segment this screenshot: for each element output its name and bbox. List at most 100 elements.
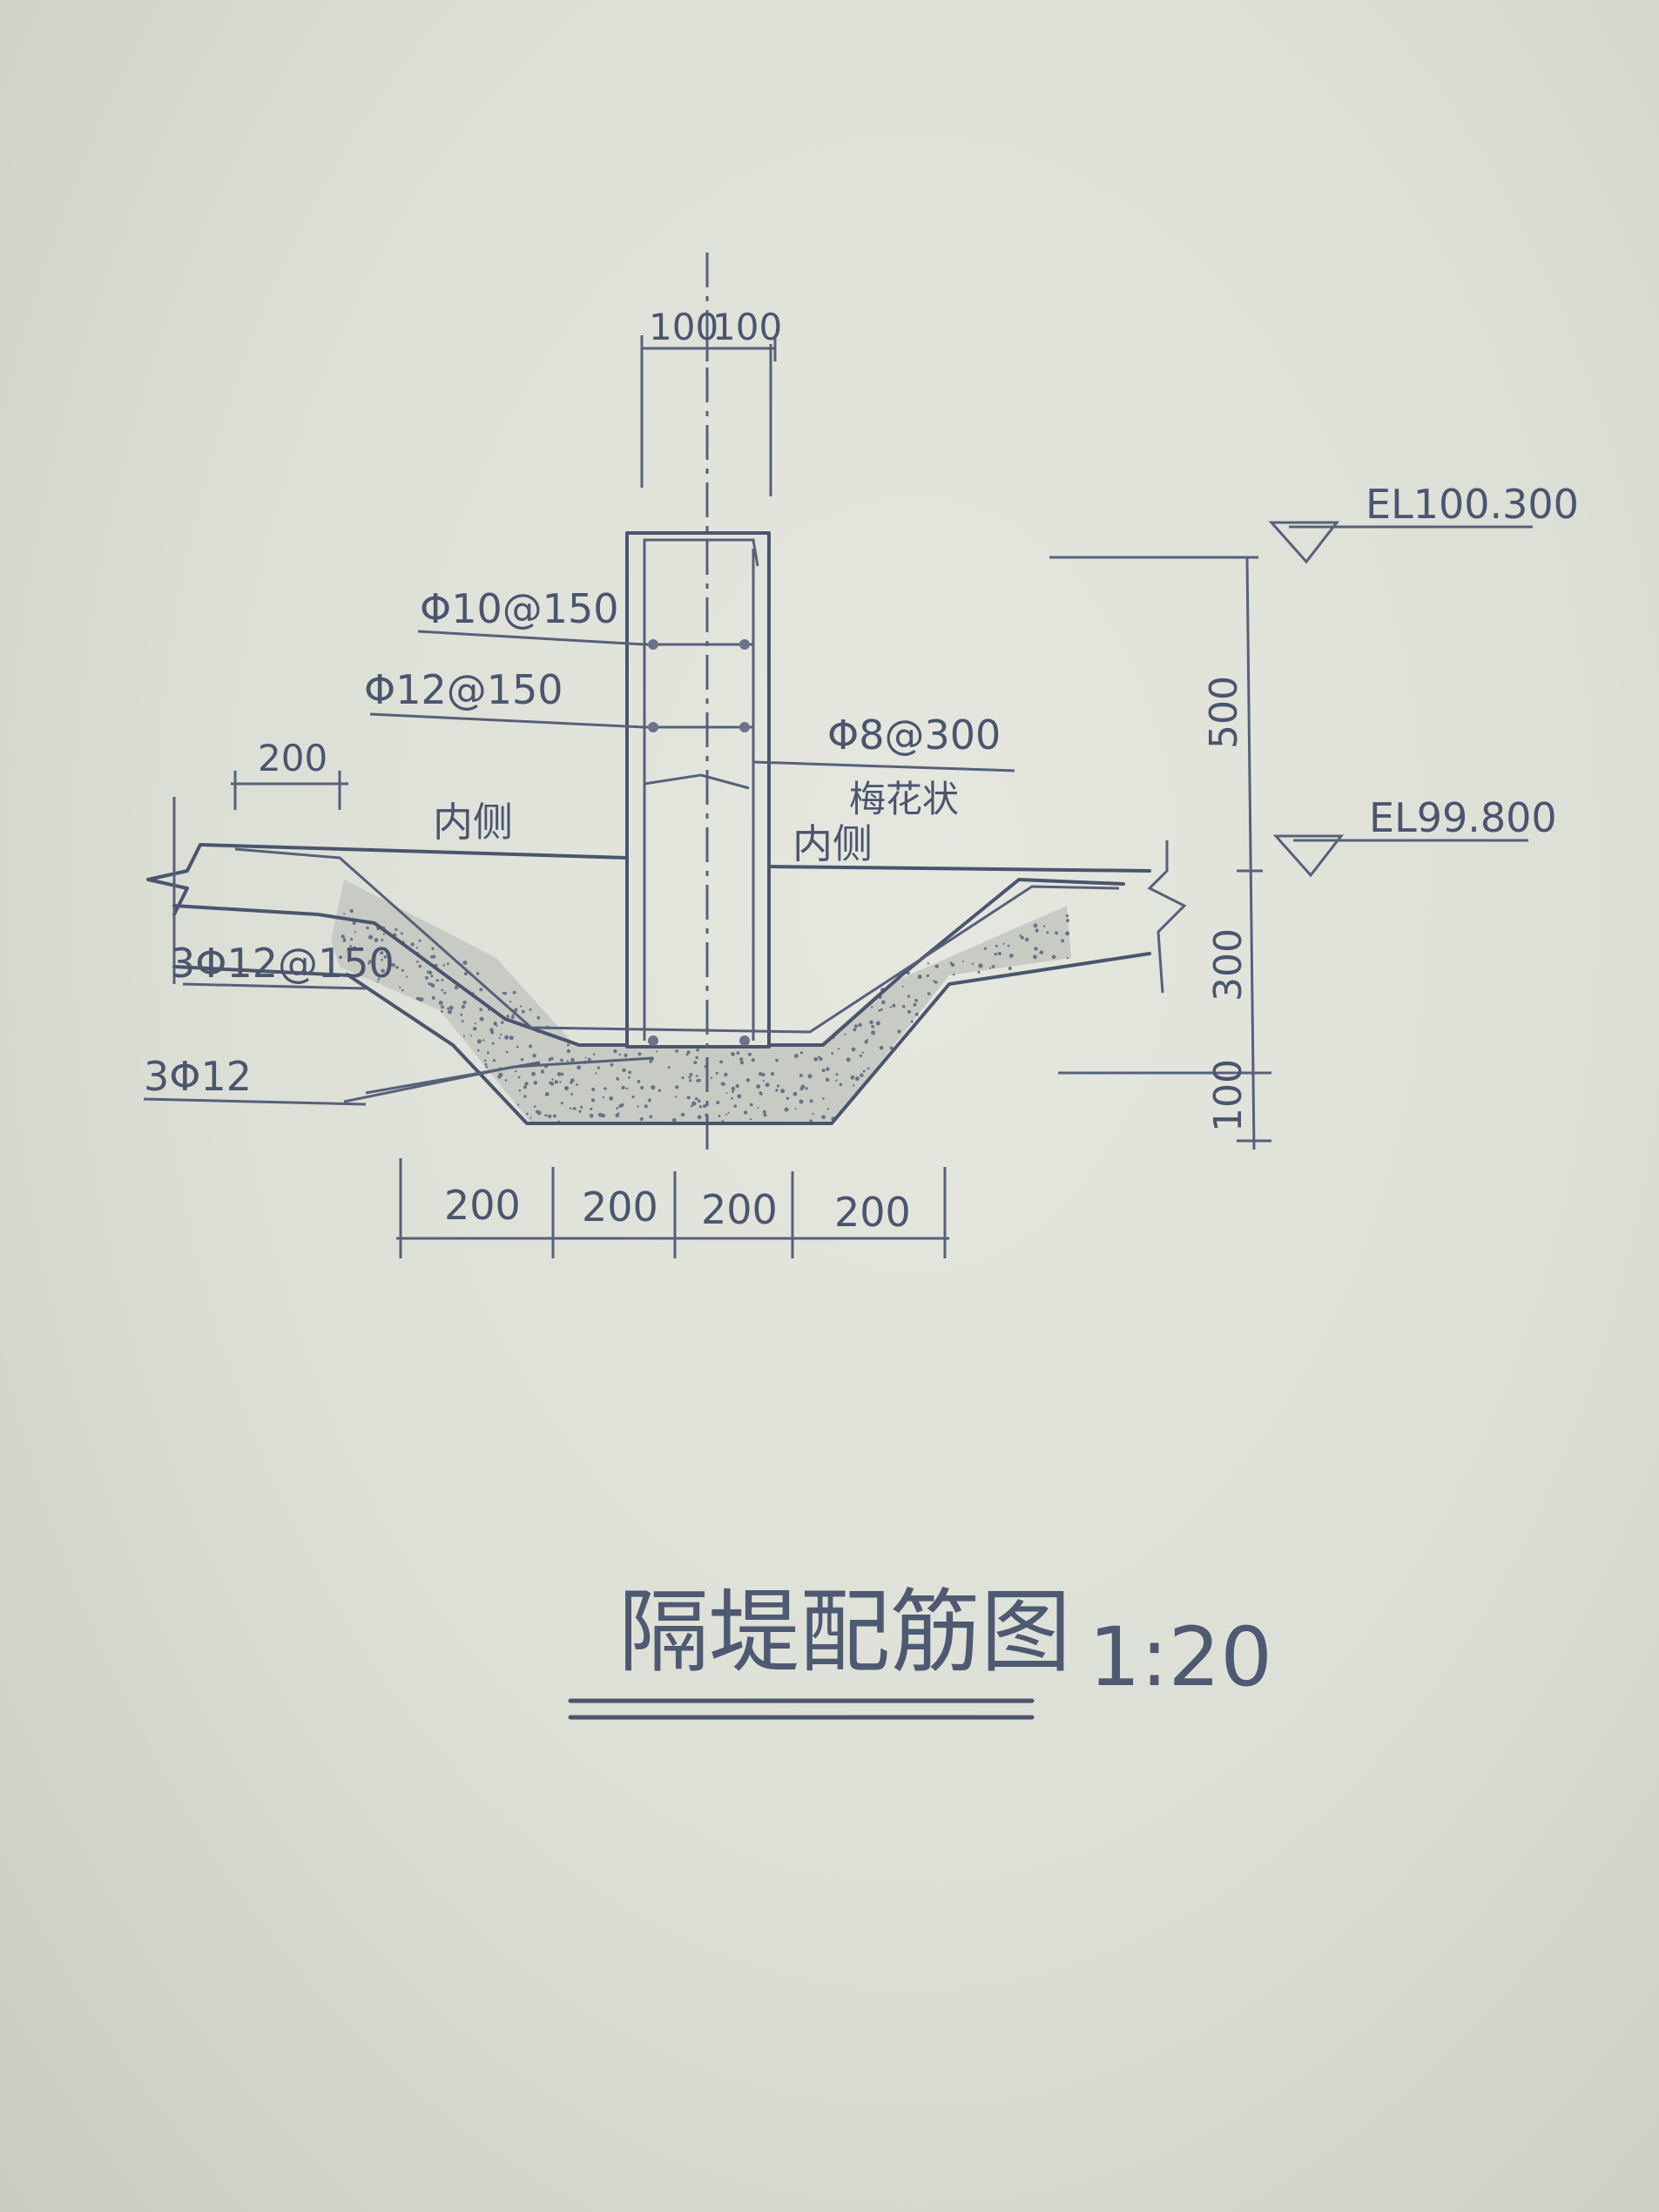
dim-vertical-100: 100	[1206, 1059, 1251, 1132]
stipple-dot	[698, 1099, 701, 1103]
stipple-dot	[550, 1056, 554, 1061]
stipple-dot	[889, 1006, 892, 1008]
stipple-dot	[695, 1075, 698, 1077]
stipple-dot	[560, 1058, 563, 1062]
rebar-dot	[648, 1035, 658, 1046]
stipple-dot	[342, 939, 347, 942]
stipple-dot	[879, 1045, 884, 1050]
stipple-dot	[588, 1057, 591, 1062]
stipple-dot	[604, 1087, 607, 1090]
stipple-dot	[859, 1054, 863, 1057]
elevation-symbol-bottom	[1272, 834, 1345, 878]
stipple-dot	[428, 970, 433, 975]
stipple-dot	[813, 1056, 819, 1062]
stipple-dot	[576, 1083, 578, 1086]
stipple-dot	[853, 1024, 859, 1028]
stipple-dot	[496, 1024, 498, 1027]
drawing-scale: 1:20	[1089, 1610, 1272, 1705]
stipple-dot	[590, 1098, 596, 1103]
stipple-dot	[533, 1105, 536, 1108]
stipple-dot	[907, 995, 911, 998]
stipple-dot	[719, 1060, 723, 1064]
stipple-dot	[463, 972, 468, 976]
stipple-dot	[776, 1084, 780, 1088]
ground-right-break	[1147, 840, 1187, 994]
stipple-dot	[631, 1096, 635, 1099]
stipple-dot	[580, 1105, 583, 1109]
ground-left	[146, 843, 629, 916]
dim-wall-left: 100	[649, 306, 718, 348]
stipple-dot	[489, 1028, 494, 1032]
stipple-dot	[718, 1115, 721, 1117]
stipple-dot	[613, 1049, 617, 1054]
stipple-dot	[551, 1078, 554, 1081]
stipple-dot	[988, 967, 992, 969]
stipple-dot	[1020, 935, 1024, 940]
stipple-dot	[526, 1112, 529, 1116]
stipple-dot	[462, 961, 468, 965]
stipple-dot	[761, 1073, 765, 1077]
stipple-dot	[438, 1001, 443, 1005]
stipple-dot	[1042, 925, 1046, 927]
stipple-dot	[509, 1035, 514, 1041]
dim-vertical-500: 500	[1202, 676, 1246, 749]
stipple-dot	[505, 1050, 509, 1054]
stipple-dot	[757, 1107, 759, 1109]
stipple-dot	[656, 1050, 658, 1053]
stipple-dot	[462, 1035, 466, 1037]
stipple-dot	[349, 908, 354, 914]
stipple-dot	[595, 1072, 597, 1075]
stipple-dot	[435, 979, 439, 982]
stipple-dot	[366, 926, 369, 930]
stipple-dot	[479, 988, 483, 992]
stipple-dot	[765, 1082, 770, 1088]
stipple-dot	[569, 1107, 572, 1109]
leader-left-bottom	[143, 1097, 367, 1106]
stipple-dot	[482, 1039, 485, 1042]
stipple-dot	[881, 1000, 886, 1005]
stipple-dot	[354, 930, 356, 934]
stipple-dot	[689, 1072, 693, 1076]
stipple-dot	[997, 951, 1001, 956]
rebar-dot	[739, 1035, 750, 1046]
stipple-dot	[441, 1005, 444, 1009]
stipple-dot	[926, 974, 929, 977]
stipple-dot	[339, 955, 343, 960]
stipple-dot	[1008, 954, 1014, 958]
stipple-dot	[441, 979, 444, 981]
stipple-dot	[374, 938, 379, 942]
stipple-dot	[448, 1009, 452, 1015]
stipple-dot	[570, 1057, 575, 1062]
stipple-dot	[520, 1005, 523, 1008]
stipple-dot	[688, 1076, 691, 1079]
label-left-slab: 3Φ12@150	[170, 940, 395, 987]
stipple-dot	[591, 1087, 596, 1092]
stipple-dot	[759, 1071, 763, 1076]
stipple-dot	[503, 991, 508, 995]
stipple-dot	[383, 947, 386, 950]
stipple-dot	[479, 1008, 482, 1012]
stipple-dot	[523, 1095, 527, 1098]
stipple-dot	[724, 1072, 728, 1077]
stipple-dot	[693, 1061, 698, 1065]
stipple-dot	[794, 1108, 797, 1110]
stipple-dot	[485, 1065, 489, 1069]
stipple-dot	[536, 1110, 542, 1116]
stipple-dot	[696, 1048, 699, 1052]
stipple-dot	[671, 1117, 677, 1123]
stipple-dot	[416, 961, 419, 963]
stipple-dot	[880, 1008, 883, 1011]
stipple-dot	[793, 1054, 799, 1058]
stipple-dot	[544, 1114, 548, 1117]
stipple-dot	[493, 1021, 497, 1025]
stipple-dot	[401, 988, 404, 992]
stipple-dot	[529, 1116, 532, 1119]
leader-left-slab	[182, 982, 367, 990]
stipple-dot	[907, 1009, 911, 1014]
stipple-dot	[983, 947, 987, 950]
dim-vertical-300: 300	[1206, 928, 1251, 1001]
stipple-dot	[927, 962, 930, 965]
stipple-dot	[597, 1112, 603, 1117]
stipple-dot	[644, 1104, 648, 1109]
